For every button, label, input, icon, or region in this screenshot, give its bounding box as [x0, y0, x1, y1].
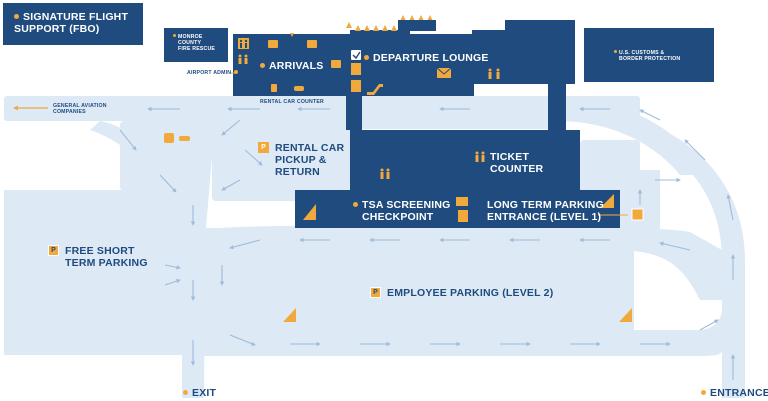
icons	[164, 15, 632, 322]
signature-flight-building	[3, 3, 143, 45]
luggage-icon	[268, 40, 341, 68]
check-in-icon	[351, 50, 361, 60]
roadways	[4, 96, 745, 398]
departure-lounge-ne	[505, 20, 575, 84]
tsa-label: TSA SCREENING CHECKPOINT	[353, 199, 451, 223]
elevator-icon	[351, 63, 468, 222]
departure-lounge-building	[348, 34, 474, 96]
customs-label: U.S. CUSTOMS & BORDER PROTECTION	[614, 50, 680, 62]
customs-building	[584, 28, 714, 82]
fire-rescue-label: MONROE COUNTY FIRE RESCUE	[173, 34, 215, 53]
long-term-parking-icon	[631, 208, 644, 221]
location-dot-icon	[183, 389, 188, 395]
rental-link	[346, 96, 362, 130]
parking-icon: P	[48, 245, 59, 256]
location-dot-icon	[353, 201, 358, 207]
arrivals-label: ARRIVALS	[260, 60, 324, 72]
fire-rescue-building	[164, 28, 228, 62]
restroom-icon	[238, 38, 249, 49]
location-dot-icon	[14, 13, 19, 19]
signature-flight-label: SIGNATURE FLIGHT SUPPORT (FBO)	[14, 11, 129, 35]
restroom-icon-2	[380, 68, 500, 206]
ticket-counter-label: TICKET COUNTER	[490, 151, 544, 175]
escalator-icon	[283, 84, 632, 322]
airplane-icon	[290, 15, 436, 37]
long-term-parking-label: LONG TERM PARKING ENTRANCE (LEVEL 1)	[487, 199, 604, 223]
location-dot-icon	[260, 62, 265, 68]
bus-icon	[164, 133, 174, 143]
mail-icon	[436, 67, 452, 78]
rental-link-east	[548, 84, 566, 130]
departure-lounge-label: DEPARTURE LOUNGE	[364, 52, 489, 64]
car-icon	[179, 84, 304, 141]
location-dot-icon	[614, 50, 617, 54]
parking-icon: P	[370, 287, 381, 298]
parking-icon: P	[258, 142, 269, 153]
location-dot-icon	[234, 69, 239, 74]
general-aviation-label: GENERAL AVIATION COMPANIES	[53, 103, 107, 116]
exit-label: EXIT	[183, 387, 216, 399]
departure-lounge-top	[350, 30, 410, 40]
airport-admin-label: AIRPORT ADMIN	[187, 69, 239, 76]
tsa-building	[295, 190, 620, 228]
location-dot-icon	[173, 34, 176, 38]
rental-car-counter-label: RENTAL CAR COUNTER	[260, 99, 324, 105]
entrance-label: ENTRANCE	[701, 387, 768, 399]
ticket-counter-building	[350, 130, 580, 200]
location-dot-icon	[364, 54, 369, 60]
terminal-buildings	[3, 3, 714, 228]
location-dot-icon	[701, 389, 706, 395]
arrivals-building	[233, 34, 348, 96]
family-restroom-icon	[238, 54, 248, 64]
